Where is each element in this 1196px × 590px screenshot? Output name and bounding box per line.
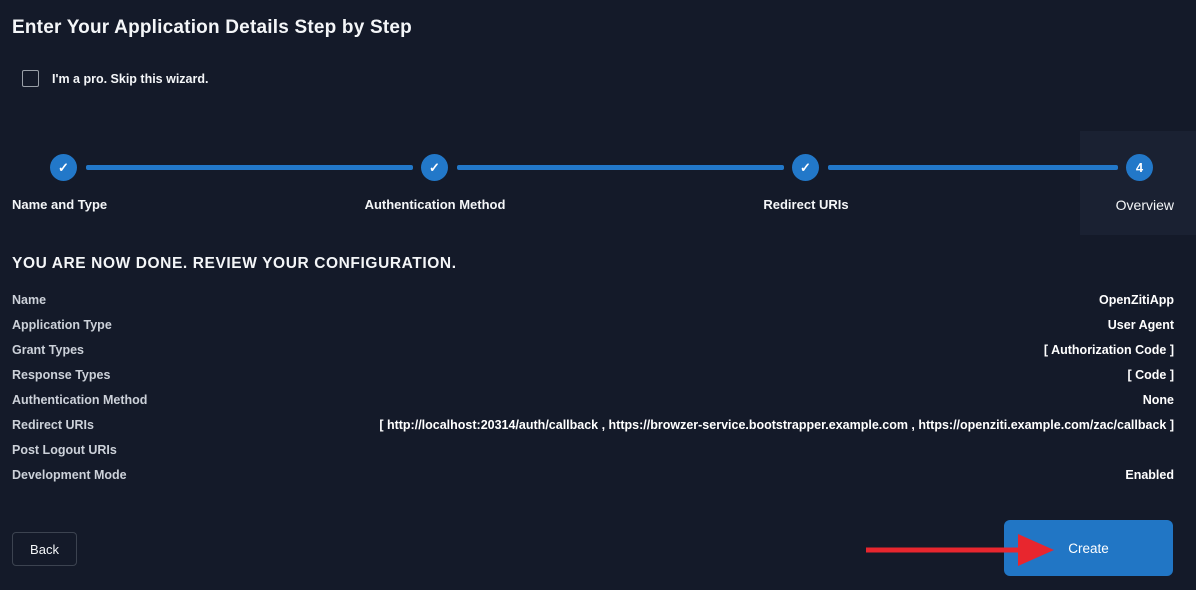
back-button[interactable]: Back bbox=[12, 532, 77, 566]
row-label-redirect-uris: Redirect URIs bbox=[12, 417, 94, 432]
row-value-redirect-uris: [ http://localhost:20314/auth/callback ,… bbox=[379, 417, 1174, 432]
check-icon: ✓ bbox=[800, 160, 811, 175]
row-value-authentication-method: None bbox=[1142, 392, 1174, 407]
stepper-connector bbox=[86, 165, 413, 170]
create-button[interactable]: Create bbox=[1004, 520, 1173, 576]
skip-wizard-row: I'm a pro. Skip this wizard. bbox=[22, 70, 208, 87]
stepper-connector bbox=[457, 165, 784, 170]
row-label-grant-types: Grant Types bbox=[12, 342, 85, 357]
step-4-indicator[interactable]: 4 bbox=[1126, 154, 1153, 181]
table-row: Redirect URIs [ http://localhost:20314/a… bbox=[12, 412, 1174, 437]
table-row: Post Logout URIs bbox=[12, 437, 1174, 462]
step-1-indicator[interactable]: ✓ bbox=[50, 154, 77, 181]
row-value-application-type: User Agent bbox=[1107, 317, 1174, 332]
step-label-name-and-type: Name and Type bbox=[12, 197, 108, 212]
table-row: Name OpenZitiApp bbox=[12, 287, 1174, 312]
skip-wizard-checkbox[interactable] bbox=[22, 70, 39, 87]
row-value-development-mode: Enabled bbox=[1125, 467, 1174, 482]
step-3-indicator[interactable]: ✓ bbox=[792, 154, 819, 181]
row-label-authentication-method: Authentication Method bbox=[12, 392, 148, 407]
row-label-name: Name bbox=[12, 292, 47, 307]
table-row: Response Types [ Code ] bbox=[12, 362, 1174, 387]
review-rows: Name OpenZitiApp Application Type User A… bbox=[12, 287, 1174, 487]
row-label-post-logout-uris: Post Logout URIs bbox=[12, 442, 117, 457]
table-row: Development Mode Enabled bbox=[12, 462, 1174, 487]
check-icon: ✓ bbox=[429, 160, 440, 175]
step-2-indicator[interactable]: ✓ bbox=[421, 154, 448, 181]
check-icon: ✓ bbox=[58, 160, 69, 175]
skip-wizard-label: I'm a pro. Skip this wizard. bbox=[52, 71, 209, 86]
review-heading: YOU ARE NOW DONE. REVIEW YOUR CONFIGURAT… bbox=[12, 255, 457, 272]
step-label-overview: Overview bbox=[1115, 197, 1174, 213]
step-number: 4 bbox=[1135, 160, 1144, 175]
stepper-connector bbox=[828, 165, 1118, 170]
table-row: Application Type User Agent bbox=[12, 312, 1174, 337]
row-value-response-types: [ Code ] bbox=[1127, 367, 1174, 382]
table-row: Authentication Method None bbox=[12, 387, 1174, 412]
row-value-name: OpenZitiApp bbox=[1099, 292, 1174, 307]
page-title: Enter Your Application Details Step by S… bbox=[12, 17, 412, 38]
row-label-response-types: Response Types bbox=[12, 367, 111, 382]
row-label-application-type: Application Type bbox=[12, 317, 112, 332]
step-label-redirect-uris: Redirect URIs bbox=[763, 197, 849, 212]
current-step-highlight bbox=[1080, 131, 1196, 235]
table-row: Grant Types [ Authorization Code ] bbox=[12, 337, 1174, 362]
row-label-development-mode: Development Mode bbox=[12, 467, 127, 482]
row-value-grant-types: [ Authorization Code ] bbox=[1043, 342, 1174, 357]
step-label-authentication-method: Authentication Method bbox=[364, 197, 506, 212]
